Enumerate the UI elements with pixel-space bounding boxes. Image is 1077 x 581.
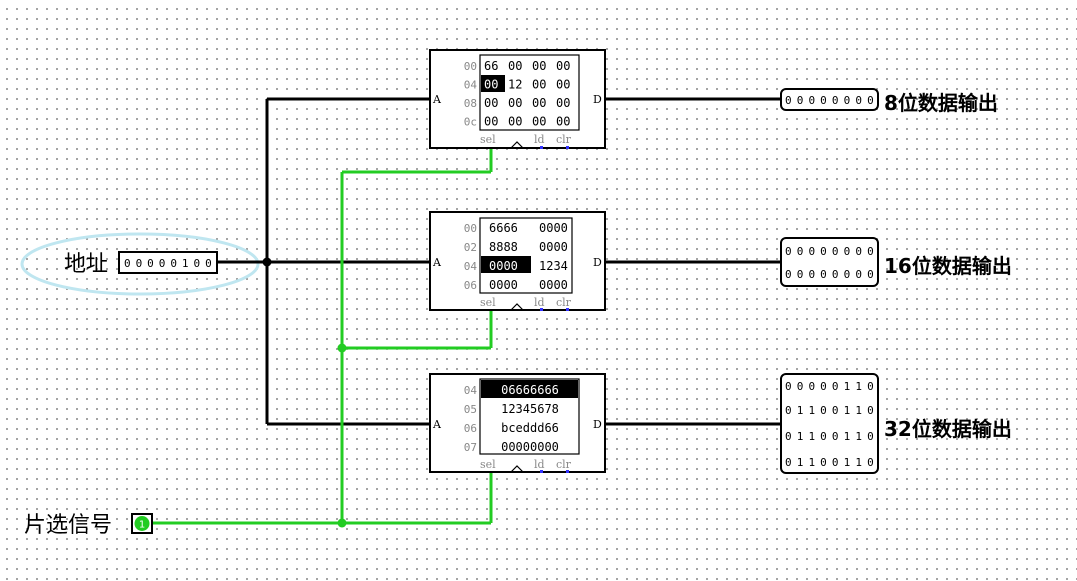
ram16-memory-cell: 0000 — [489, 278, 518, 292]
ram-32bit-selected-cell — [481, 380, 578, 398]
ram8-memory-cell: 00 — [508, 115, 522, 129]
address-highlight-ellipse — [20, 232, 260, 296]
ram-16bit-memory-grid: 00 6666 0000 02 8888 0000 04 0000 1234 06 0000 0000 — [464, 221, 568, 292]
ram-32bit[interactable]: 04 06666666 05 12345678 06 bceddd66 07 00000000… — [429, 373, 606, 473]
ram-32bit-pin-a: A — [432, 418, 442, 431]
ram8-memory-cell: 00 — [532, 115, 546, 129]
ram8-row-address: 08 — [464, 97, 477, 110]
ram8-memory-cell: 12 — [508, 78, 522, 92]
ram-16bit[interactable]: 00 6666 0000 02 8888 0000 04 0000 1234 06 0000 0000… — [429, 211, 606, 311]
ram8-memory-cell: 66 — [484, 59, 498, 73]
ram16-row-address: 04 — [464, 260, 478, 273]
ram8-memory-cell: 00 — [484, 115, 498, 129]
ram16-row-address: 02 — [464, 241, 477, 254]
chip-select-junction-2 — [337, 518, 347, 528]
chip-select-label: 片选信号 — [24, 513, 112, 538]
ram16-memory-cell: 0000 — [539, 278, 568, 292]
ram-32bit-pin-d: D — [593, 418, 602, 431]
ram-32bit-pin-ld: ld — [534, 458, 545, 471]
ram8-row-address: 04 — [464, 79, 478, 92]
ram8-memory-cell: 00 — [484, 78, 498, 92]
ram8-memory-cell: 00 — [556, 115, 570, 129]
ram-8bit-pin-a: A — [432, 93, 442, 106]
output-8bit-label: 8位数据输出 — [884, 91, 998, 115]
address-bus-junction — [262, 257, 272, 267]
ram-16bit-pin-clr: clr — [556, 296, 572, 309]
ram16-memory-cell: 0000 — [489, 259, 518, 273]
ram8-memory-cell: 00 — [556, 78, 570, 92]
ram8-memory-cell: 00 — [532, 59, 546, 73]
ram-16bit-selected-cell — [481, 256, 531, 273]
ram32-memory-cell: 06666666 — [501, 383, 559, 397]
ram32-row-address: 07 — [464, 441, 477, 454]
ram32-row-address: 06 — [464, 422, 477, 435]
ram-8bit-pin-ld: ld — [534, 133, 545, 146]
chip-select-value: 1 — [139, 520, 145, 531]
output-32bit-label: 32位数据输出 — [884, 417, 1012, 441]
output-probe-8bit[interactable]: 00000000 — [780, 88, 879, 111]
ram-16bit-clock-triangle — [510, 303, 524, 311]
ram32-memory-cell: 12345678 — [501, 402, 559, 416]
address-input-pin[interactable]: 00000100 — [118, 251, 218, 274]
ram-32bit-clock-triangle — [510, 465, 524, 473]
ram-8bit-memory-grid: 00 66 00 00 00 04 00 12 00 00 08 00 00 00 00 0c 00 00 00 00 — [464, 59, 571, 129]
ram8-memory-cell: 00 — [508, 59, 522, 73]
chip-select-pin[interactable]: 1 — [131, 513, 153, 534]
ram-32bit-pin-clr: clr — [556, 458, 572, 471]
ram8-row-address: 0c — [464, 116, 477, 129]
ram-8bit-clock-triangle — [510, 141, 524, 149]
ram-16bit-pin-a: A — [432, 256, 442, 269]
ram-8bit-pin-sel: sel — [480, 133, 496, 146]
ram16-row-address: 00 — [464, 222, 477, 235]
ram8-memory-cell: 00 — [556, 96, 570, 110]
output-16bit-label: 16位数据输出 — [884, 254, 1012, 278]
chip-select-junction-1 — [337, 343, 347, 353]
ram8-memory-cell: 00 — [532, 78, 546, 92]
ram16-memory-cell: 0000 — [539, 240, 568, 254]
ram16-row-address: 06 — [464, 279, 477, 292]
ram32-row-address: 05 — [464, 403, 477, 416]
ram-16bit-pin-ld: ld — [534, 296, 545, 309]
ram16-memory-cell: 0000 — [539, 221, 568, 235]
output-probe-16bit[interactable]: 00000000 00000000 — [780, 237, 879, 287]
ram-16bit-pin-d: D — [593, 256, 602, 269]
ram8-memory-cell: 00 — [556, 59, 570, 73]
output-probe-32bit[interactable]: 00000110 01100110 01100110 01100110 — [780, 373, 879, 474]
ram-16bit-pin-sel: sel — [480, 296, 496, 309]
address-bus — [217, 97, 430, 426]
ram32-memory-cell: 00000000 — [501, 440, 559, 454]
ram16-memory-cell: 1234 — [539, 259, 568, 273]
ram8-memory-cell: 00 — [508, 96, 522, 110]
data-output-wires — [605, 97, 781, 426]
ram-8bit-selected-cell — [481, 75, 505, 92]
ram-32bit-memory-grid: 04 06666666 05 12345678 06 bceddd66 07 00000000 — [464, 383, 559, 454]
ram-32bit-pin-sel: sel — [480, 458, 496, 471]
ram32-memory-cell: bceddd66 — [501, 421, 559, 435]
ram-8bit-pin-clr: clr — [556, 133, 572, 146]
ram16-memory-cell: 8888 — [489, 240, 518, 254]
ram8-memory-cell: 00 — [532, 96, 546, 110]
ram16-memory-cell: 6666 — [489, 221, 518, 235]
ram8-memory-cell: 00 — [484, 96, 498, 110]
address-label: 地址 — [64, 252, 108, 277]
ram8-row-address: 00 — [464, 60, 477, 73]
ram32-row-address: 04 — [464, 384, 478, 397]
ram-8bit-pin-d: D — [593, 93, 602, 106]
